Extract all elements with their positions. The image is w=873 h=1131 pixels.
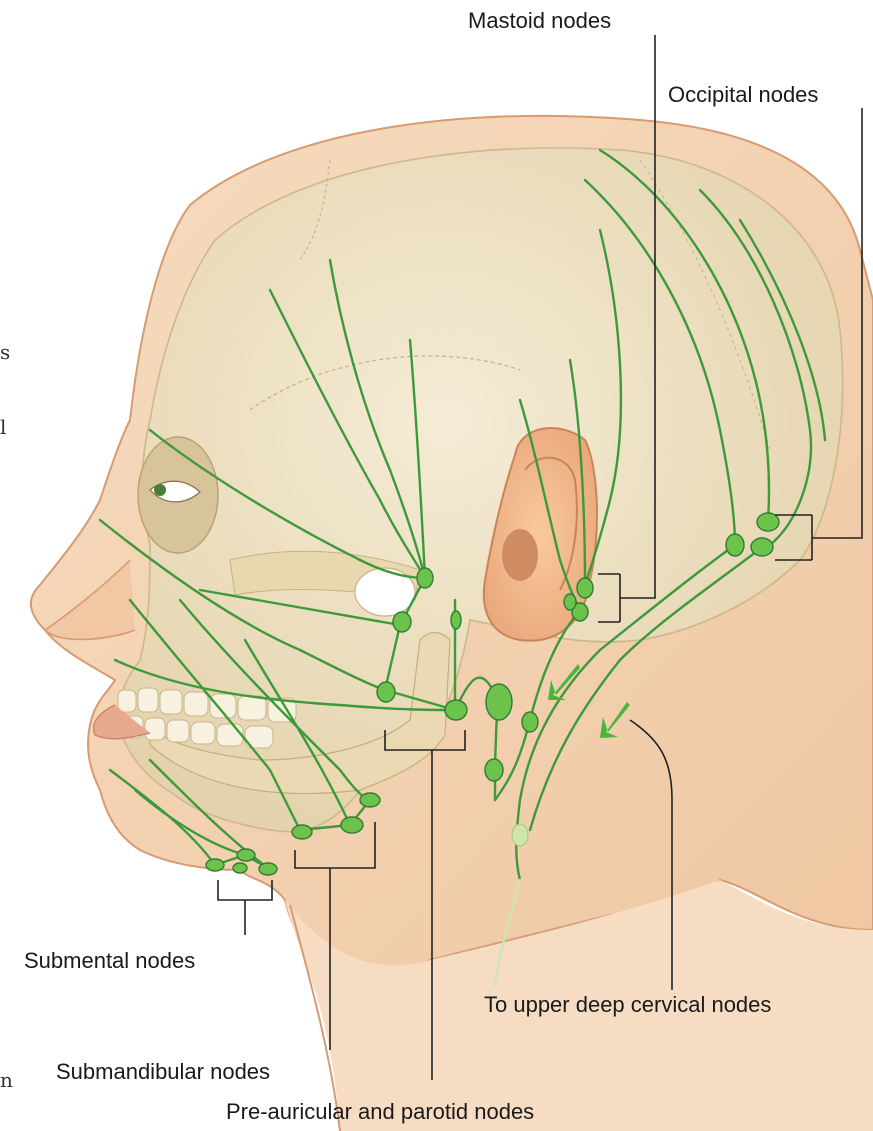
- submental-node-2: [237, 849, 255, 861]
- parotid-node-4: [451, 611, 461, 629]
- edge-text-bottom: n: [0, 1068, 13, 1092]
- cervical-node-2: [522, 712, 538, 732]
- parotid-node-2: [377, 682, 395, 702]
- cervical-node-3: [485, 759, 503, 781]
- preauricular-node-1: [417, 568, 433, 588]
- edge-text-mid: l: [0, 415, 6, 439]
- ear-canal: [502, 529, 538, 581]
- preauricular-parotid-nodes-label: Pre-auricular and parotid nodes: [226, 1099, 534, 1125]
- occipital-node-2: [751, 538, 773, 556]
- parotid-node-3: [445, 700, 467, 720]
- submandibular-node-3: [360, 793, 380, 807]
- submandibular-nodes-label: Submandibular nodes: [56, 1059, 270, 1085]
- submandibular-node-2: [341, 817, 363, 833]
- mastoid-node-3: [564, 594, 576, 610]
- iris: [154, 484, 166, 496]
- submandibular-node-1: [292, 825, 312, 839]
- edge-text-top: s: [0, 340, 10, 364]
- cervical-nodes-label: To upper deep cervical nodes: [484, 992, 771, 1018]
- submental-node-3: [259, 863, 277, 875]
- cervical-node-large: [486, 684, 512, 720]
- mastoid-nodes-label: Mastoid nodes: [468, 8, 611, 34]
- submental-nodes-label: Submental nodes: [24, 948, 195, 974]
- parotid-node-1: [393, 612, 411, 632]
- occipital-node-3: [726, 534, 744, 556]
- mastoid-node-1: [577, 578, 593, 598]
- occipital-nodes-label: Occipital nodes: [668, 82, 818, 108]
- submental-node-4: [233, 863, 247, 873]
- submental-node-1: [206, 859, 224, 871]
- cervical-node-faint: [512, 824, 528, 846]
